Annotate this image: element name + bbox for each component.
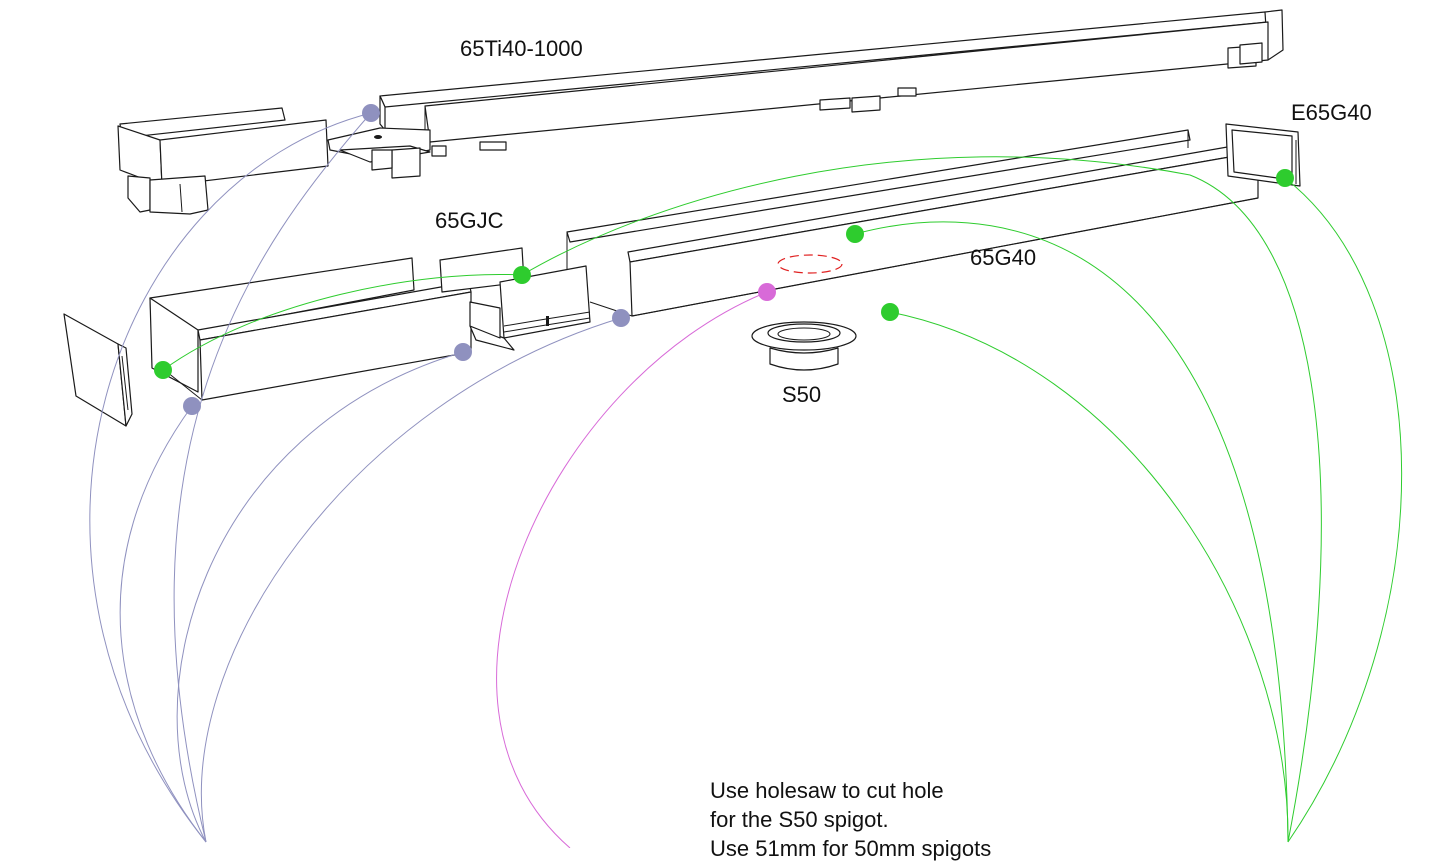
callout-dot xyxy=(454,343,472,361)
callout-dot xyxy=(183,397,201,415)
callout-dot xyxy=(612,309,630,327)
leader-magenta xyxy=(496,291,768,848)
callout-dot xyxy=(881,303,899,321)
label-joiner: 65GJC xyxy=(435,208,504,233)
note-line-3: Use 51mm for 50mm spigots xyxy=(710,836,992,861)
holesaw-instruction-note: Use holesaw to cut hole for the S50 spig… xyxy=(710,776,991,863)
callout-dots-blue xyxy=(183,104,630,415)
callout-dot xyxy=(362,104,380,122)
label-grate: 65G40 xyxy=(970,245,1037,270)
label-trough: 65Ti40-1000 xyxy=(460,36,583,61)
trough-65ti40-1000 xyxy=(379,9,1284,143)
grate-joiner-65gjc xyxy=(439,247,591,351)
callout-dot xyxy=(513,266,531,284)
grate-left-section xyxy=(149,257,472,401)
callout-dot xyxy=(1276,169,1294,187)
callout-dot-magenta xyxy=(758,283,776,301)
note-line-2: for the S50 spigot. xyxy=(710,807,889,832)
note-line-1: Use holesaw to cut hole xyxy=(710,778,944,803)
label-spigot: S50 xyxy=(782,382,822,407)
end-cap-left xyxy=(63,313,133,427)
leaders-blue xyxy=(89,112,622,843)
leaders-green xyxy=(162,156,1403,843)
grate-65g40 xyxy=(566,129,1259,317)
cut-hole-marker xyxy=(777,254,843,274)
callout-dots-green xyxy=(154,169,1294,379)
trough-outlet-plate xyxy=(327,127,507,179)
callout-dot xyxy=(846,225,864,243)
callout-dot xyxy=(154,361,172,379)
label-end-cap: E65G40 xyxy=(1291,100,1372,125)
spigot-s50 xyxy=(751,321,857,371)
trough-end-piece xyxy=(117,107,329,215)
